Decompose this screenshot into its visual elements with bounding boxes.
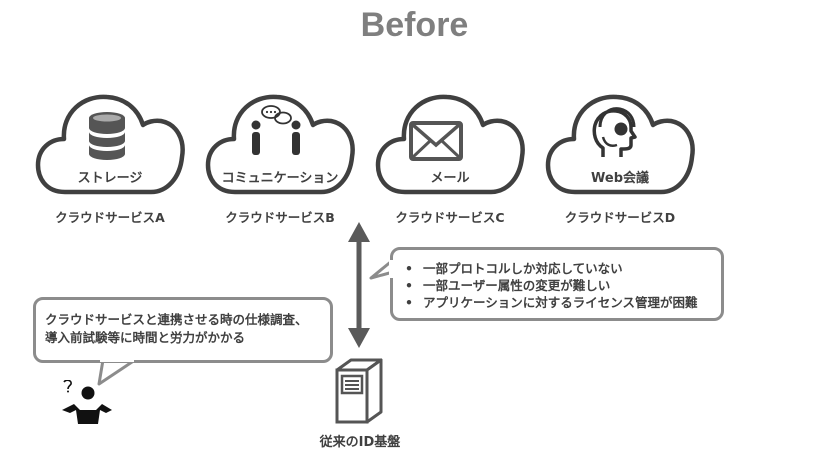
id-base-label: 従来のID基盤: [319, 435, 401, 450]
cloud-shape: [205, 94, 355, 195]
cloud-web-meeting: Web会議: [545, 85, 695, 197]
cloud-mail: メール: [375, 85, 525, 197]
mail-icon: [409, 121, 463, 161]
cloud-label: コミュニケーション: [221, 171, 339, 186]
issue-item: アプリケーションに対するライセンス管理が困難: [405, 294, 721, 311]
issues-list: 一部プロトコルしか対応していない 一部ユーザー属性の変更が難しい アプリケーショ…: [393, 250, 721, 311]
issue-item: 一部ユーザー属性の変更が難しい: [405, 277, 721, 294]
service-label-a: クラウドサービスA: [55, 210, 165, 225]
cloud-label: ストレージ: [77, 171, 143, 186]
cloud-shape: [545, 94, 695, 195]
server-icon: [335, 358, 383, 424]
service-label-d: クラウドサービスD: [564, 210, 676, 225]
issue-item: 一部プロトコルしか対応していない: [405, 260, 721, 277]
database-icon: [89, 112, 125, 160]
issues-callout: 一部プロトコルしか対応していない 一部ユーザー属性の変更が難しい アプリケーショ…: [390, 247, 724, 321]
comment-line: 導入前試験等に時間と労力がかかる: [45, 330, 246, 345]
user-comment-callout: クラウドサービスと連携させる時の仕様調査、 導入前試験等に時間と労力がかかる: [33, 297, 333, 363]
double-arrow-icon: [348, 222, 370, 348]
headset-icon: [592, 107, 637, 157]
confused-person-icon: [62, 380, 112, 424]
service-label-b: クラウドサービスB: [225, 210, 335, 225]
service-label-c: クラウドサービスC: [395, 210, 505, 225]
cloud-label: Web会議: [591, 171, 649, 186]
page-title: Before: [360, 6, 469, 44]
comment-line: クラウドサービスと連携させる時の仕様調査、: [45, 312, 308, 327]
cloud-storage: ストレージ: [35, 85, 185, 197]
cloud-communication: コミュニケーション: [205, 85, 355, 197]
cloud-label: メール: [430, 171, 470, 186]
communication-icon: [251, 105, 301, 155]
callout-joint: [100, 357, 134, 362]
callout-joint: [389, 260, 394, 278]
